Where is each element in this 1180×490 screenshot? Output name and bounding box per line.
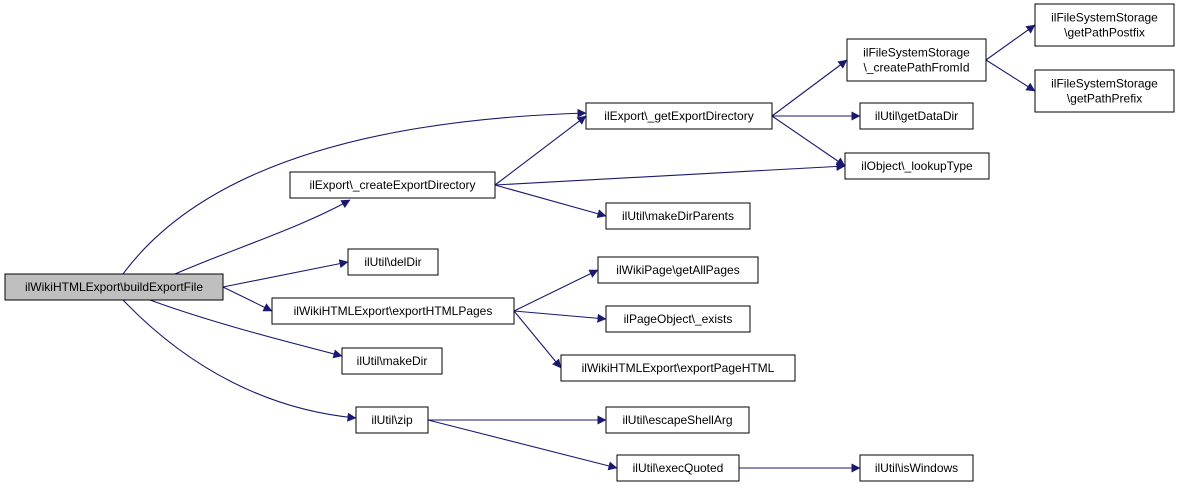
edge-createExportDir-to-lookupType: [494, 161, 846, 186]
node-label-createPathFromId-line-1: ilFileSystemStorage: [863, 46, 970, 60]
node-lookupType[interactable]: ilObject\_lookupType: [844, 152, 990, 180]
node-box-getPathPostfix: [1034, 3, 1175, 47]
edges-layer: [122, 24, 1036, 473]
node-getDataDir[interactable]: ilUtil\getDataDir: [859, 102, 974, 130]
node-label-getPathPostfix-line-2: \getPathPostfix: [1064, 26, 1145, 40]
node-box-lookupType: [844, 152, 990, 180]
node-label-zip: ilUtil\zip: [371, 413, 413, 427]
node-getPathPostfix[interactable]: ilFileSystemStorage\getPathPostfix: [1034, 3, 1175, 47]
node-label-getPathPostfix-line-1: ilFileSystemStorage: [1051, 11, 1158, 25]
node-box-makeDir: [341, 347, 443, 375]
node-label-getDataDir: ilUtil\getDataDir: [875, 109, 958, 123]
node-label-createExportDir: ilExport\_createExportDirectory: [309, 178, 475, 192]
node-label-getExportDir: ilExport\_getExportDirectory: [604, 109, 753, 123]
node-label-execQuoted: ilUtil\execQuoted: [633, 461, 724, 475]
edge-exportHTMLPages-to-getAllPages: [513, 269, 599, 312]
edge-build-to-makeDir: [149, 299, 343, 359]
edge-build-to-getExportDir: [122, 108, 587, 275]
node-box-build: [4, 273, 224, 301]
edge-build-to-createExportDir: [174, 199, 351, 275]
node-box-delDir: [347, 248, 439, 276]
node-label-makeDirParents: ilUtil\makeDirParents: [622, 209, 734, 223]
node-getExportDir[interactable]: ilExport\_getExportDirectory: [585, 102, 773, 130]
node-isWindows[interactable]: ilUtil\isWindows: [859, 454, 974, 482]
node-makeDirParents[interactable]: ilUtil\makeDirParents: [605, 202, 751, 230]
node-delDir[interactable]: ilUtil\delDir: [347, 248, 439, 276]
edge-build-to-zip: [122, 299, 357, 422]
edge-exportHTMLPages-to-exists: [513, 310, 607, 323]
node-label-exportPageHTML: ilWikiHTMLExport\exportPageHTML: [582, 361, 775, 375]
edge-getExportDir-to-lookupType: [771, 115, 846, 167]
node-box-getDataDir: [859, 102, 974, 130]
node-label-getPathPrefix-line-2: \getPathPrefix: [1067, 92, 1142, 106]
node-label-exists: ilPageObject\_exists: [624, 312, 733, 326]
node-exportPageHTML[interactable]: ilWikiHTMLExport\exportPageHTML: [560, 354, 796, 382]
edge-createExportDir-to-getExportDir: [494, 115, 587, 186]
node-box-getAllPages: [597, 256, 759, 284]
node-getAllPages[interactable]: ilWikiPage\getAllPages: [597, 256, 759, 284]
node-label-build: ilWikiHTMLExport\buildExportFile: [25, 280, 203, 294]
nodes-layer: ilWikiHTMLExport\buildExportFile ilExport…: [4, 3, 1175, 482]
edge-build-to-exportHTMLPages: [222, 286, 273, 312]
node-zip[interactable]: ilUtil\zip: [355, 406, 429, 434]
edge-getExportDir-to-createPathFromId: [771, 59, 848, 117]
node-build[interactable]: ilWikiHTMLExport\buildExportFile: [4, 273, 224, 301]
edge-createPathFromId-to-getPathPrefix: [985, 59, 1036, 92]
node-getPathPrefix[interactable]: ilFileSystemStorage\getPathPrefix: [1034, 69, 1175, 113]
node-createPathFromId[interactable]: ilFileSystemStorage\_createPathFromId: [846, 38, 987, 82]
edge-createExportDir-to-makeDirParents: [494, 184, 607, 219]
node-box-execQuoted: [616, 454, 740, 482]
node-box-createPathFromId: [846, 38, 987, 82]
node-box-makeDirParents: [605, 202, 751, 230]
node-exists[interactable]: ilPageObject\_exists: [605, 305, 751, 333]
node-label-isWindows: ilUtil\isWindows: [875, 461, 958, 475]
node-box-exportHTMLPages: [271, 297, 515, 325]
edge-exportHTMLPages-to-exportPageHTML: [513, 310, 562, 369]
node-box-exists: [605, 305, 751, 333]
node-makeDir[interactable]: ilUtil\makeDir: [341, 347, 443, 375]
node-box-escapeShellArg: [605, 406, 750, 434]
node-label-exportHTMLPages: ilWikiHTMLExport\exportHTMLPages: [294, 304, 493, 318]
node-box-zip: [355, 406, 429, 434]
node-box-createExportDir: [289, 171, 496, 199]
node-exportHTMLPages[interactable]: ilWikiHTMLExport\exportHTMLPages: [271, 297, 515, 325]
node-label-escapeShellArg: ilUtil\escapeShellArg: [622, 413, 732, 427]
edge-build-to-delDir: [222, 259, 349, 288]
node-createExportDir[interactable]: ilExport\_createExportDirectory: [289, 171, 496, 199]
node-box-exportPageHTML: [560, 354, 796, 382]
edge-zip-to-execQuoted: [427, 419, 618, 471]
node-label-getAllPages: ilWikiPage\getAllPages: [616, 263, 739, 277]
node-label-delDir: ilUtil\delDir: [364, 255, 421, 269]
node-box-getPathPrefix: [1034, 69, 1175, 113]
node-label-makeDir: ilUtil\makeDir: [357, 354, 428, 368]
node-box-getExportDir: [585, 102, 773, 130]
node-label-createPathFromId-line-2: \_createPathFromId: [863, 61, 969, 75]
node-execQuoted[interactable]: ilUtil\execQuoted: [616, 454, 740, 482]
node-escapeShellArg[interactable]: ilUtil\escapeShellArg: [605, 406, 750, 434]
node-label-getPathPrefix-line-1: ilFileSystemStorage: [1051, 77, 1158, 91]
node-label-lookupType: ilObject\_lookupType: [861, 159, 973, 173]
node-box-isWindows: [859, 454, 974, 482]
edge-createPathFromId-to-getPathPostfix: [985, 24, 1036, 61]
